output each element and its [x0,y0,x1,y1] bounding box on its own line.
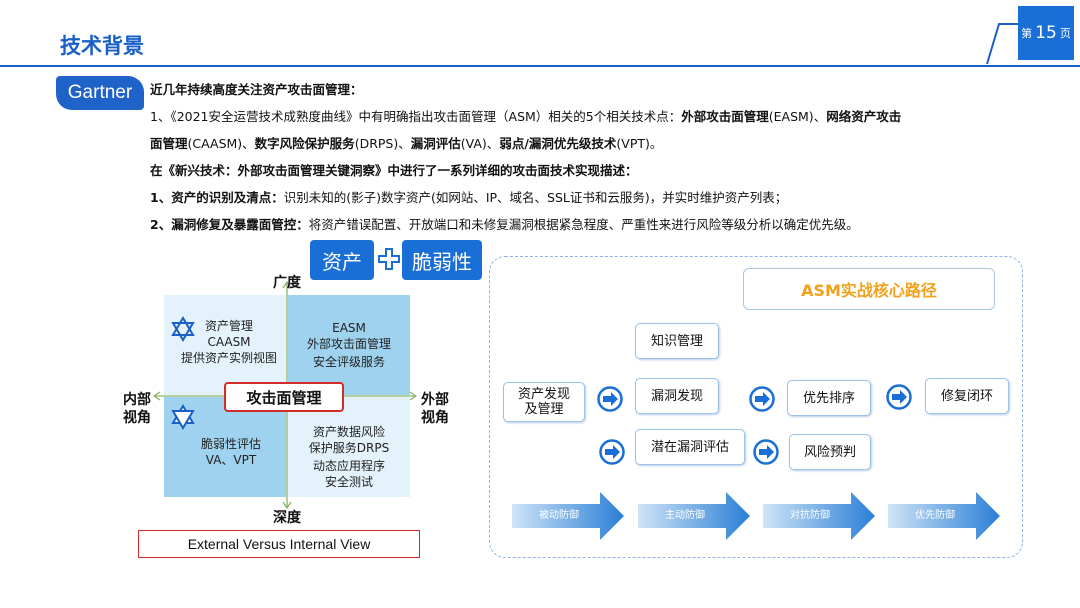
paragraph-line-1: 1、《2021安全运营技术成熟度曲线》中有明确指出攻击面管理（ASM）相关的5个… [150,103,901,130]
star-of-david-icon [171,316,195,342]
quadrant-bottom-right [288,397,410,497]
text-run-bold: 面管理 [150,136,188,151]
text-run: (DRPS)、 [354,136,411,151]
text-run-bold: 2、漏洞修复及暴露面管控： [150,217,309,232]
quadrant-br-line: 安全测试 [324,475,373,489]
axis-left-line: 视角 [123,410,151,426]
stage-label: 被动防御 [539,510,579,521]
text-run: (CAASM)、 [187,136,255,151]
page-suffix: 页 [1059,27,1071,40]
quadrant-tl-desc: 提供资产实例视图 [180,351,277,365]
text-run: (EASM)、 [768,109,827,124]
flow-title: ASM实战核心路径 [743,268,995,310]
stage-arrow: 被动防御 [512,492,624,540]
stage-arrow: 优先防御 [888,492,1000,540]
text-run: 将资产错误配置、开放端口和未修复漏洞根据紧急程度、严重性来进行风险等级分析以确定… [308,217,859,232]
axis-top-label: 广度 [273,275,301,291]
quadrant-top-right [288,295,410,395]
axis-left-line: 内部 [123,392,151,408]
quadrant-top-left [164,295,286,395]
gartner-badge: Gartner [56,76,144,110]
quadrant-tr-line: 安全评级服务 [312,355,385,369]
flow-box-line: 及管理 [524,402,564,417]
stage-arrow: 对抗防御 [763,492,875,540]
text-run-bold: 数字风险保护服务 [254,136,355,151]
axis-right-line: 外部 [421,392,449,408]
arrow-right-icon [599,439,625,465]
quadrant-tr-line: EASM [332,321,366,335]
text-run-bold: 网络资产攻击 [826,109,902,124]
paragraph-line-4: 1、资产的识别及清点：识别未知的(影子)数字资产(如网站、IP、域名、SSL证书… [150,184,787,211]
arrow-right-icon [753,439,779,465]
page-number-badge: 第 15 页 [1018,6,1074,60]
paragraph-line-2: 面管理(CAASM)、数字风险保护服务(DRPS)、漏洞评估(VA)、弱点/漏洞… [150,130,662,157]
center-label: 攻击面管理 [224,382,344,412]
flow-box-line: 资产发现 [517,387,570,402]
risk-predict-box: 风险预判 [789,434,871,470]
quadrant-caption: External Versus Internal View [138,530,420,558]
quadrant-br-line: 动态应用程序 [312,459,385,473]
quadrant-bl-line: 脆弱性评估 [200,437,261,451]
text-run: 1、《2021安全运营技术成熟度曲线》中有明确指出攻击面管理（ASM）相关的5个… [150,109,682,124]
quadrant-tl-code: CAASM [207,335,251,349]
intro-line: 近几年持续高度关注资产攻击面管理： [150,82,363,97]
arrow-right-icon [886,384,912,410]
header-divider [0,65,1080,67]
asm-flow-panel [489,256,1023,558]
stage-label: 对抗防御 [790,510,830,521]
plus-icon [378,248,400,270]
priority-box: 优先排序 [787,380,871,416]
arrow-right-icon [597,386,623,412]
page-prefix: 第 [1021,27,1033,40]
arrow-right-icon [749,386,775,412]
quadrant-br-line: 保护服务DRPS [308,441,390,455]
axis-left-label: 内部 视角 [112,391,162,427]
fix-loop-box: 修复闭环 [925,378,1009,414]
axis-bottom-label: 深度 [273,510,301,526]
asset-discovery-box: 资产发现 及管理 [503,382,585,422]
vulnerability-pill: 脆弱性 [402,240,482,280]
text-run-bold: 1、资产的识别及清点： [150,190,284,205]
latent-vuln-box: 潜在漏洞评估 [635,429,745,465]
page-title: 技术背景 [60,34,144,58]
stage-label: 主动防御 [665,510,705,521]
star-of-david-icon [171,404,195,430]
text-run-bold: 外部攻击面管理 [681,109,769,124]
quadrant-tl-title: 资产管理 [204,319,253,333]
stage-label: 优先防御 [915,510,955,521]
axis-right-label: 外部 视角 [410,391,460,427]
quadrant-br-line: 资产数据风险 [312,425,385,439]
vuln-discovery-box: 漏洞发现 [635,378,719,414]
text-run-bold: 漏洞评估 [410,136,461,151]
paragraph-line-3: 在《新兴技术：外部攻击面管理关键洞察》中进行了一系列详细的攻击面技术实现描述： [150,163,638,178]
text-run: 识别未知的(影子)数字资产(如网站、IP、域名、SSL证书和云服务)，并实时维护… [283,190,788,205]
stage-arrow: 主动防御 [638,492,750,540]
text-run: (VA)、 [460,136,500,151]
quadrant-tr-line: 外部攻击面管理 [306,337,391,351]
header-slash-decoration [986,23,1018,65]
quadrant-bl-line: VA、VPT [205,453,257,467]
axis-right-line: 视角 [421,410,449,426]
text-run: (VPT)。 [616,136,663,151]
asset-pill: 资产 [310,240,374,280]
paragraph-line-5: 2、漏洞修复及暴露面管控：将资产错误配置、开放端口和未修复漏洞根据紧急程度、严重… [150,211,859,238]
page-number: 15 [1035,23,1057,43]
knowledge-mgmt-box: 知识管理 [635,323,719,359]
text-run-bold: 弱点/漏洞优先级技术 [499,136,617,151]
